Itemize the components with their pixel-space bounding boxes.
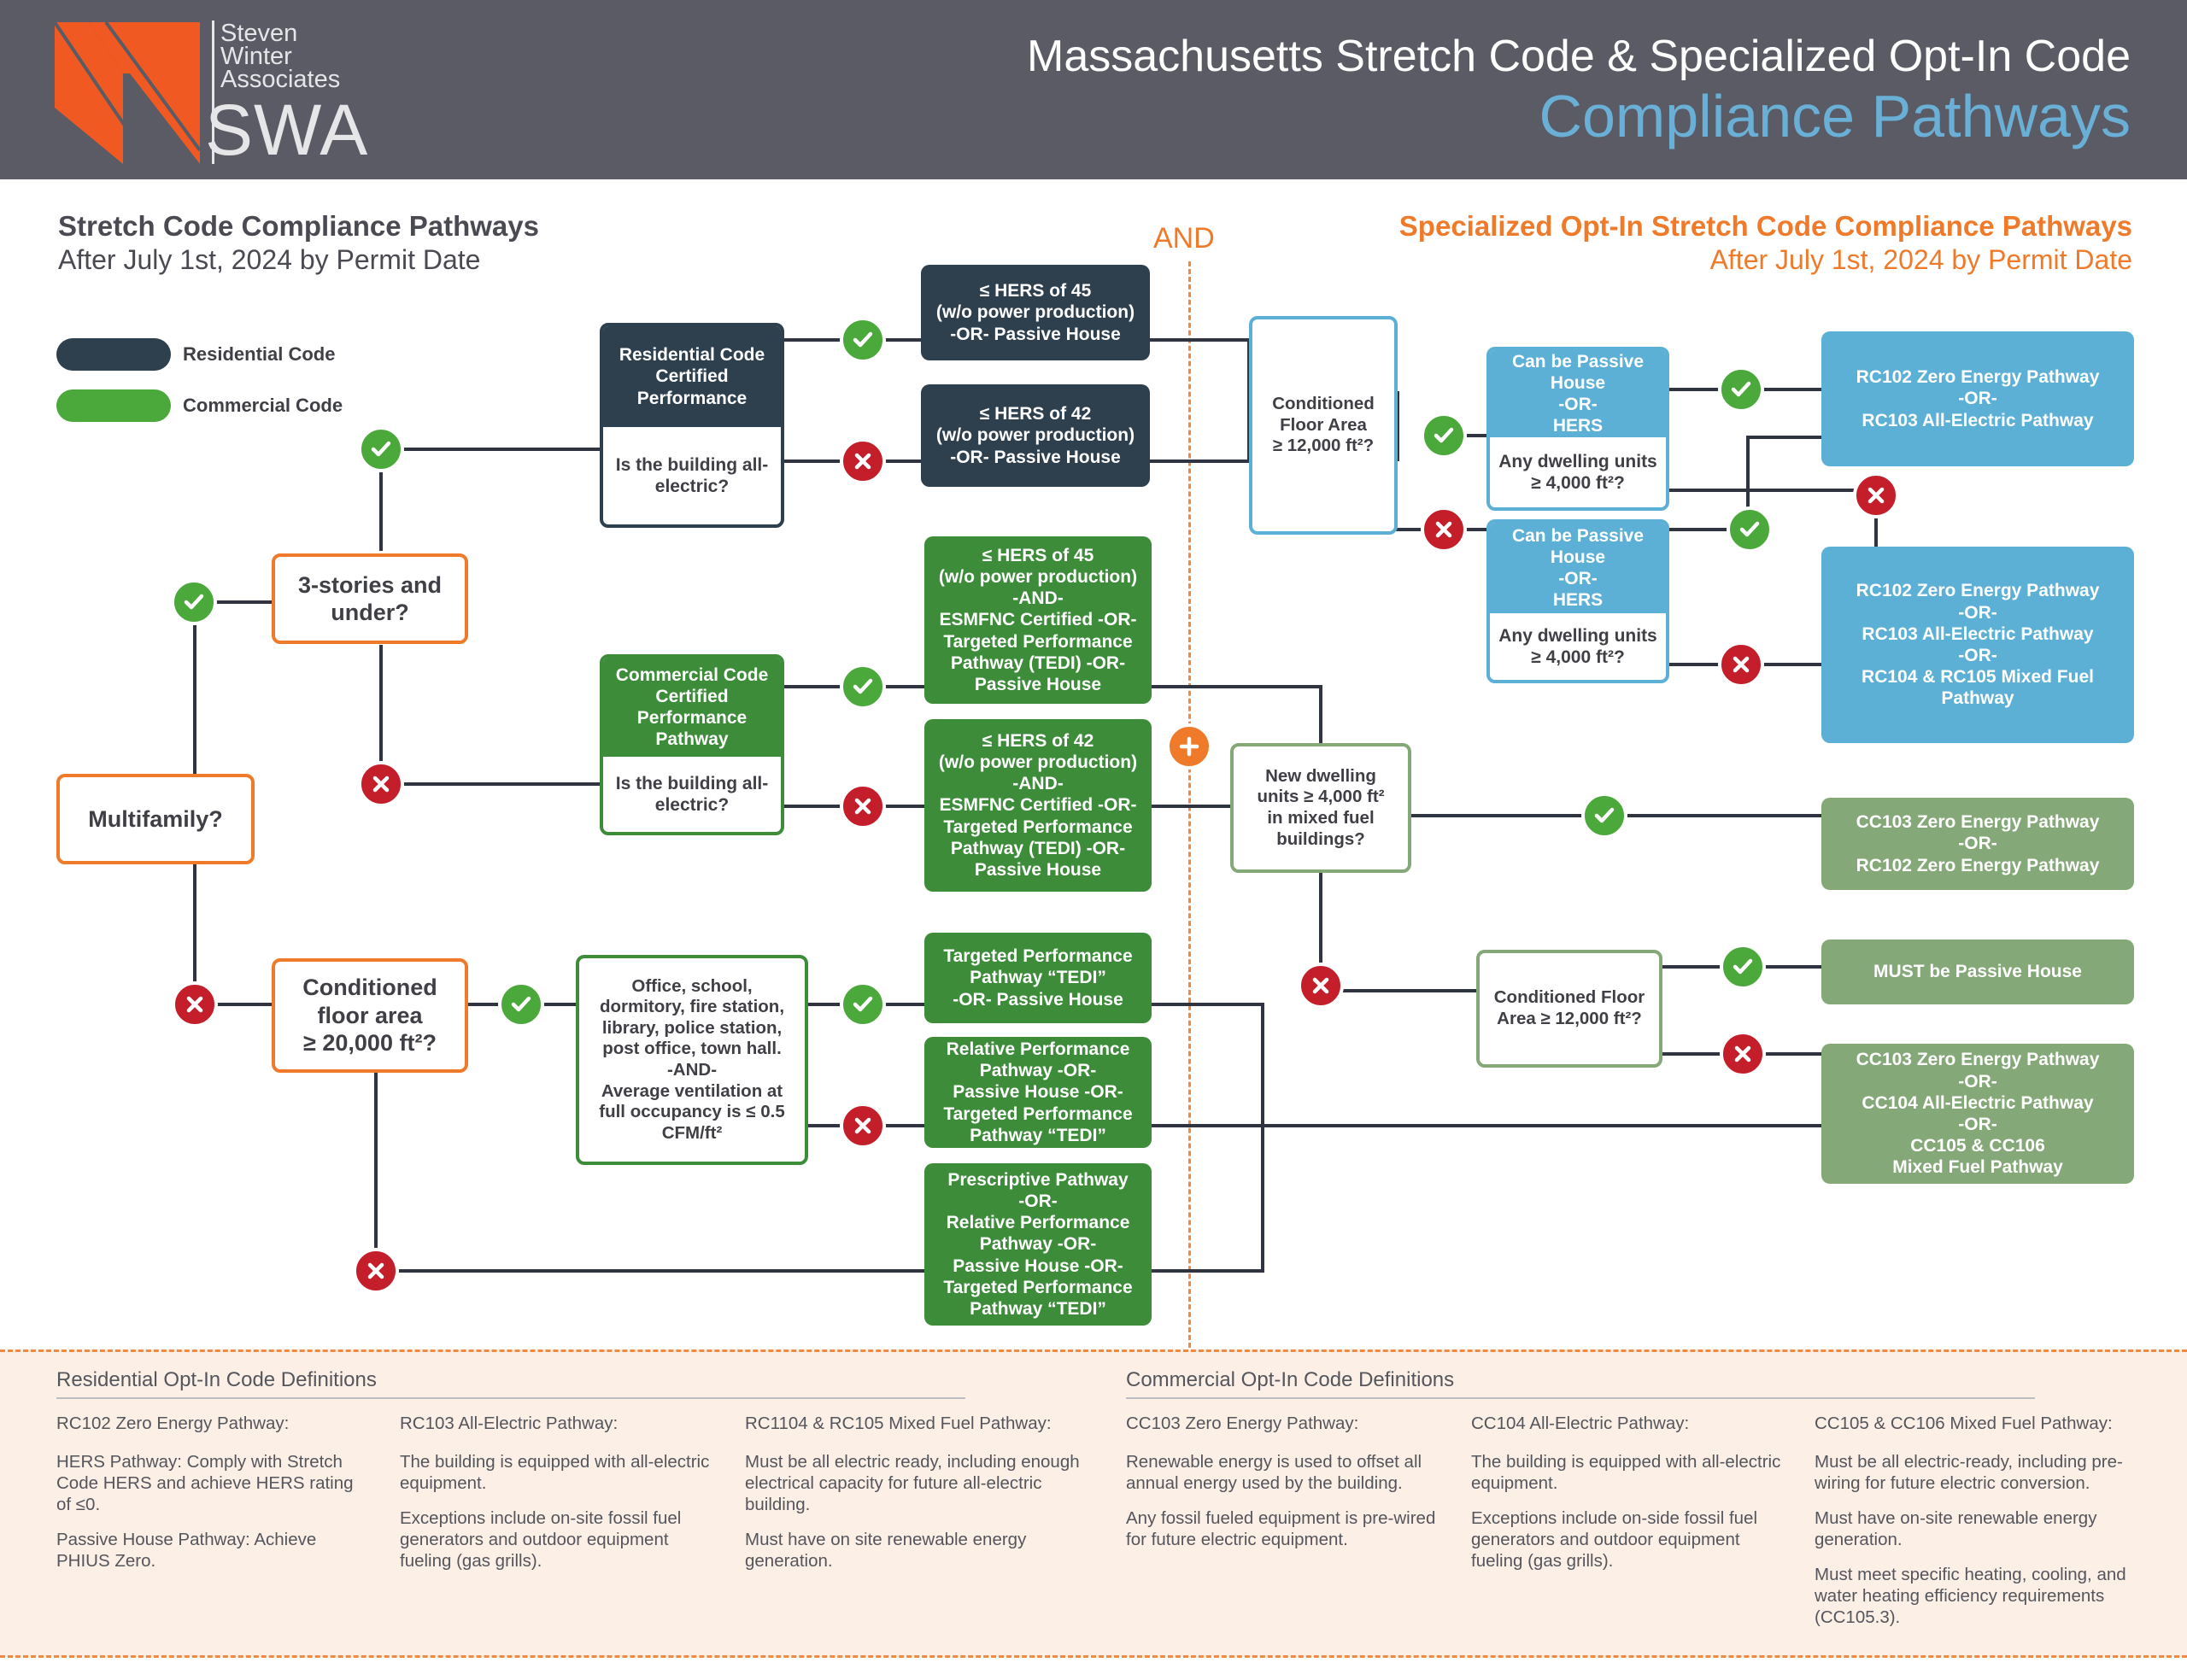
definitions-top-divider	[0, 1349, 2187, 1352]
definition-rc104-rc105: RC1104 & RC105 Mixed Fuel Pathway: Must …	[745, 1414, 1080, 1571]
conditioned-floor-area-question: Conditioned floor area ≥ 20,000 ft²?	[272, 958, 468, 1073]
x-icon	[840, 783, 886, 829]
logo-divider	[212, 20, 221, 164]
x-icon	[1853, 472, 1899, 518]
hers-42-commercial-pathway: ≤ HERS of 42(w/o power production)-AND-E…	[924, 719, 1152, 892]
three-stories-question: 3-stories and under?	[272, 553, 468, 644]
right-section-subtitle: After July 1st, 2024 by Permit Date	[1709, 244, 2132, 275]
check-icon	[498, 981, 544, 1027]
definitions-bottom-divider	[0, 1655, 2187, 1658]
and-divider-label: AND	[1153, 222, 1215, 255]
check-icon	[1581, 793, 1627, 839]
left-section-subtitle: After July 1st, 2024 by Permit Date	[58, 244, 481, 275]
definition-cc105-cc106: CC105 & CC106 Mixed Fuel Pathway: Must b…	[1815, 1414, 2126, 1627]
page-subtitle: Compliance Pathways	[1539, 83, 2131, 149]
residential-definitions-heading: Residential Opt-In Code Definitions	[56, 1368, 377, 1391]
must-be-passive-house: MUST be Passive House	[1821, 940, 2134, 1004]
x-icon	[358, 761, 404, 807]
cc103-cc104-cc105-pathway: CC103 Zero Energy Pathway-OR-CC104 All-E…	[1821, 1044, 2134, 1184]
definition-rc103: RC103 All-Electric Pathway: The building…	[400, 1414, 710, 1571]
header-banner: Steven Winter Associates SWA Massachuset…	[0, 0, 2187, 179]
x-icon	[840, 438, 886, 484]
building-type-ventilation-criteria: Office, school, dormitory, fire station,…	[576, 955, 808, 1165]
x-icon	[353, 1248, 399, 1294]
rc102-rc103-rc104-pathway: RC102 Zero Energy Pathway-OR-RC103 All-E…	[1821, 547, 2134, 743]
commercial-all-electric-question: Is the building all-electric?	[615, 773, 769, 815]
residential-all-electric-question: Is the building all-electric?	[615, 454, 769, 496]
x-icon	[172, 981, 218, 1027]
check-icon	[840, 317, 886, 363]
x-icon	[1298, 963, 1344, 1009]
swa-logo-mark	[55, 22, 200, 164]
check-icon	[840, 981, 886, 1027]
right-section-title: Specialized Opt-In Stretch Code Complian…	[1398, 210, 2132, 242]
hers-45-pathway: ≤ HERS of 45(w/o power production)-OR- P…	[921, 265, 1150, 360]
hers-42-pathway: ≤ HERS of 42(w/o power production)-OR- P…	[921, 384, 1150, 487]
legend-commercial-swatch	[56, 389, 171, 422]
x-icon	[840, 1103, 886, 1149]
prescriptive-pathway: Prescriptive Pathway-OR-Relative Perform…	[924, 1163, 1152, 1326]
check-icon	[1421, 413, 1467, 459]
rc102-rc103-pathway: RC102 Zero Energy Pathway-OR-RC103 All-E…	[1821, 331, 2134, 466]
left-section-title: Stretch Code Compliance Pathways	[58, 210, 539, 242]
cc103-rc102-pathway: CC103 Zero Energy Pathway-OR-RC102 Zero …	[1821, 798, 2134, 890]
definition-cc104: CC104 All-Electric Pathway: The building…	[1471, 1414, 1781, 1571]
commercial-definitions-rule	[1126, 1397, 2035, 1399]
dwelling-units-top-question: Any dwelling units≥ 4,000 ft²?	[1498, 451, 1657, 493]
residential-certified-box: Residential Code Certified Performance I…	[600, 323, 784, 528]
logo-company-name: Steven Winter Associates	[220, 20, 341, 93]
hers-45-commercial-pathway: ≤ HERS of 45(w/o power production)-AND-E…	[924, 536, 1152, 704]
page-title: Massachusetts Stretch Code & Specialized…	[1027, 32, 2131, 81]
residential-certified-label: Residential Code Certified Performance	[603, 326, 781, 427]
logo-abbreviation: SWA	[205, 90, 369, 170]
residential-definitions-rule	[56, 1397, 965, 1399]
check-icon	[1718, 366, 1764, 413]
check-icon	[1720, 944, 1766, 990]
check-icon	[358, 426, 404, 472]
check-icon	[1727, 506, 1773, 553]
plus-icon	[1166, 723, 1212, 770]
legend-residential-swatch	[56, 338, 171, 371]
legend-residential-label: Residential Code	[183, 343, 336, 365]
definitions-panel	[0, 1349, 2187, 1657]
multifamily-question: Multifamily?	[56, 774, 255, 864]
x-icon	[1421, 506, 1467, 553]
x-icon	[1720, 1031, 1766, 1077]
commercial-certified-label: Commercial Code Certified Performance Pa…	[603, 658, 781, 757]
dwelling-units-bottom-question: Any dwelling units≥ 4,000 ft²?	[1498, 625, 1657, 667]
check-icon	[171, 579, 217, 625]
check-icon	[840, 664, 886, 710]
commercial-definitions-heading: Commercial Opt-In Code Definitions	[1126, 1368, 1455, 1391]
x-icon	[1718, 641, 1764, 688]
definition-rc102: RC102 Zero Energy Pathway: HERS Pathway:…	[56, 1414, 354, 1571]
definition-cc103: CC103 Zero Energy Pathway: Renewable ene…	[1126, 1414, 1436, 1549]
commercial-certified-box: Commercial Code Certified Performance Pa…	[600, 654, 784, 835]
legend-commercial-label: Commercial Code	[183, 395, 343, 416]
